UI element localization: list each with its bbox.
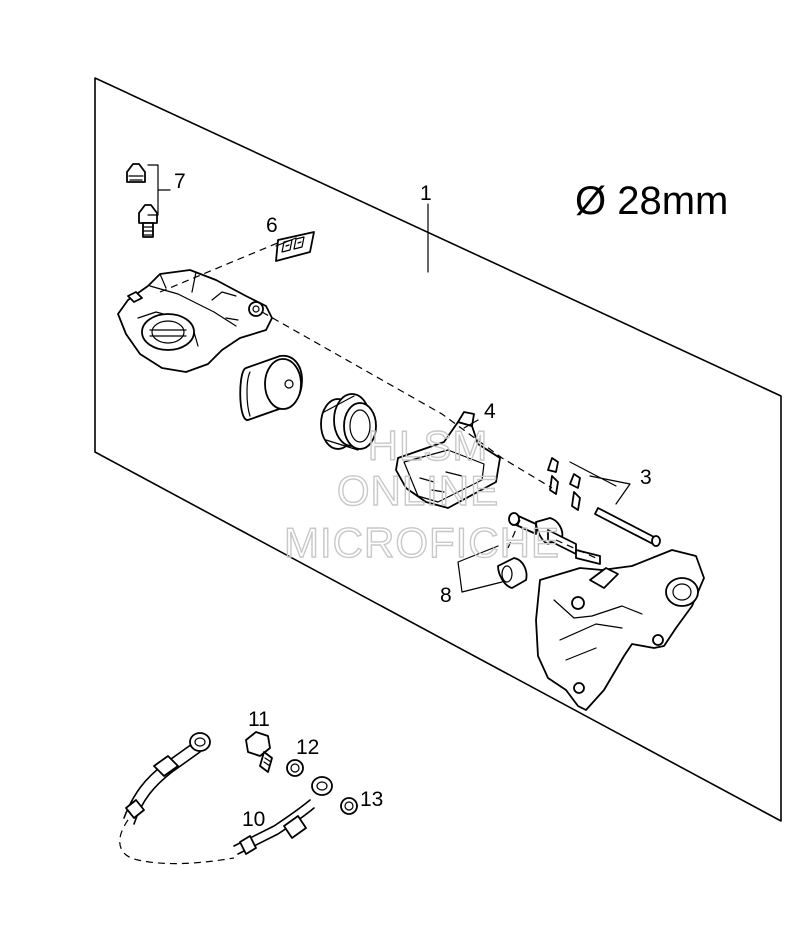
caliper-body-part (117, 269, 273, 373)
watermark-line-1: HLSM (368, 422, 489, 469)
piston-part (239, 354, 303, 421)
banjo-bolt-part (245, 731, 273, 773)
callout-13: 13 (360, 788, 383, 811)
piston-seal-part (320, 393, 377, 451)
watermark: HLSM ONLINE MICROFICHE (283, 421, 560, 566)
callout-1: 1 (420, 182, 432, 205)
caliper-bracket-part (535, 549, 705, 711)
callout-6: 6 (266, 214, 278, 237)
pad-pin-and-clips-part (547, 457, 661, 547)
leader-lines (275, 203, 631, 593)
assembly-dashed-lines (159, 241, 597, 559)
bleeder-screw-part (126, 163, 171, 238)
guide-pins-part (497, 512, 601, 589)
pad-spring-part (275, 231, 315, 262)
callout-7: 7 (174, 170, 186, 193)
brake-pads-part (395, 411, 501, 509)
callout-numbers: 1 3 4 6 7 8 10 11 12 13 (174, 170, 652, 831)
assembly-frame (94, 77, 782, 822)
callout-8: 8 (440, 584, 452, 607)
watermark-line-3: MICROFICHE (284, 519, 560, 566)
callout-10: 10 (242, 808, 265, 831)
watermark-line-2: ONLINE (337, 467, 499, 514)
callout-12: 12 (296, 736, 319, 759)
callout-11: 11 (248, 708, 270, 731)
piston-diameter-label: Ø 28mm (575, 179, 728, 223)
callout-4: 4 (484, 400, 496, 423)
brake-hose-part (119, 732, 333, 865)
callout-3: 3 (640, 466, 652, 489)
sealing-washer-part (286, 759, 358, 815)
